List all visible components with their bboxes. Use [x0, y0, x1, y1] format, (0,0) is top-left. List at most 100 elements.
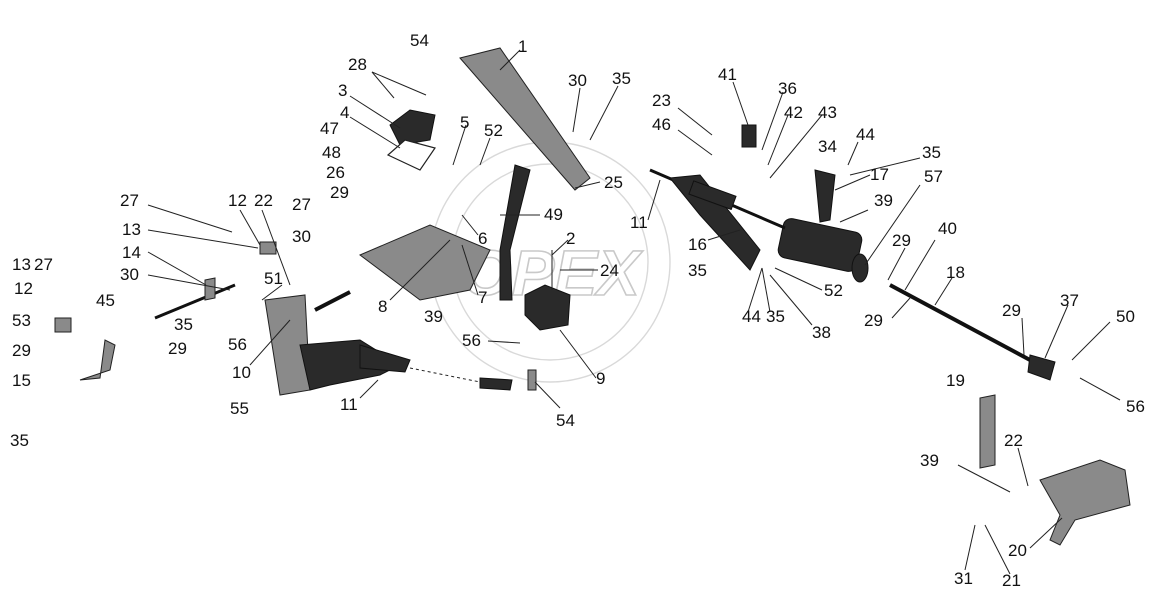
label-44-top: 44	[856, 125, 875, 144]
label-50: 50	[1116, 307, 1135, 326]
bracket-20	[1039, 459, 1131, 546]
label-35-left-mid: 35	[174, 315, 193, 334]
leader-39-right	[957, 464, 1011, 493]
label-21: 21	[1002, 571, 1021, 590]
part-labels: 1 2 3 4 5 6 7 8 9 10 11 11 11 12 12 13 1…	[10, 31, 1145, 590]
label-39-right-mid: 39	[874, 191, 893, 210]
pin-41	[741, 124, 757, 148]
label-35-left: 35	[10, 431, 29, 450]
leader-51	[261, 284, 283, 301]
leader-4	[349, 116, 401, 149]
leader-11-lower	[359, 379, 379, 399]
label-56-right: 56	[1126, 397, 1145, 416]
leader-23a	[677, 107, 713, 136]
leader-lines	[147, 49, 1121, 575]
leader-27a	[147, 204, 233, 233]
label-34: 34	[818, 137, 837, 156]
leader-29-right	[1021, 317, 1025, 356]
leader-56-right	[1079, 377, 1121, 401]
label-55: 55	[230, 399, 249, 418]
label-19: 19	[946, 371, 965, 390]
leader-41	[732, 81, 749, 126]
leader-1	[499, 49, 521, 71]
label-9: 9	[596, 369, 605, 388]
label-17: 17	[870, 165, 889, 184]
leader-21	[984, 524, 1011, 575]
rubber-boot	[524, 284, 571, 331]
rod-45	[154, 283, 236, 320]
label-48: 48	[322, 143, 341, 162]
clevis	[1027, 354, 1056, 381]
label-14: 14	[122, 243, 141, 262]
label-5: 5	[460, 113, 469, 132]
leader-10	[249, 319, 291, 366]
label-27-center: 27	[292, 195, 311, 214]
leader-38	[769, 274, 813, 326]
label-54-lower: 54	[556, 411, 575, 430]
leader-40	[904, 239, 936, 291]
threaded-boss	[359, 344, 411, 373]
label-24: 24	[600, 261, 619, 280]
leader-18	[934, 277, 953, 306]
leader-12a	[239, 209, 261, 246]
label-27-left: 27	[34, 255, 53, 274]
label-20: 20	[1008, 541, 1027, 560]
leader-35a	[589, 85, 619, 141]
cover	[389, 109, 436, 146]
leader-44-top	[847, 141, 859, 166]
label-28: 28	[348, 55, 367, 74]
label-45: 45	[96, 291, 115, 310]
label-15: 15	[12, 371, 31, 390]
leader-30a	[572, 87, 581, 133]
lever-34	[814, 169, 836, 223]
label-8: 8	[378, 297, 387, 316]
leader-22a	[261, 209, 291, 286]
label-2: 2	[566, 229, 575, 248]
pin-54-lower	[527, 369, 537, 391]
label-12-left: 12	[14, 279, 33, 298]
leader-11-mid	[647, 179, 661, 221]
leader-8	[389, 239, 451, 301]
leader-29-lower	[891, 297, 911, 319]
bracket-15	[79, 339, 116, 381]
label-39-right: 39	[920, 451, 939, 470]
pedal-lever	[499, 164, 531, 301]
label-35-right-top: 35	[922, 143, 941, 162]
label-44-mid: 44	[742, 307, 761, 326]
leader-6	[461, 214, 479, 236]
link-arm	[669, 174, 761, 271]
leader-54-lower	[534, 381, 561, 409]
label-41: 41	[718, 65, 737, 84]
cylinder-end	[851, 253, 869, 283]
leader-43	[769, 114, 823, 179]
leader-42	[767, 114, 789, 166]
label-40: 40	[938, 219, 957, 238]
label-37: 37	[1060, 291, 1079, 310]
label-42: 42	[784, 103, 803, 122]
leader-25	[574, 181, 601, 189]
parts-layer	[54, 47, 1131, 546]
leader-31	[964, 524, 976, 571]
leader-22-right	[1017, 447, 1029, 487]
label-57: 57	[924, 167, 943, 186]
label-27-mid: 27	[120, 191, 139, 210]
leader-29-mid	[887, 247, 906, 281]
tube-19	[979, 394, 996, 469]
label-29-left: 29	[12, 341, 31, 360]
label-7: 7	[478, 288, 487, 307]
label-1: 1	[518, 37, 527, 56]
label-39-center: 39	[424, 307, 443, 326]
label-47: 47	[320, 119, 339, 138]
leader-36	[761, 91, 784, 151]
leader-56-lower	[487, 340, 521, 344]
label-36: 36	[778, 79, 797, 98]
label-52-top: 52	[484, 121, 503, 140]
label-6: 6	[478, 229, 487, 248]
bracket-14	[204, 277, 216, 301]
leader-52a	[479, 137, 491, 166]
leader-5	[452, 124, 467, 166]
leader-3	[349, 95, 401, 129]
label-54-top: 54	[410, 31, 429, 50]
label-23: 23	[652, 91, 671, 110]
